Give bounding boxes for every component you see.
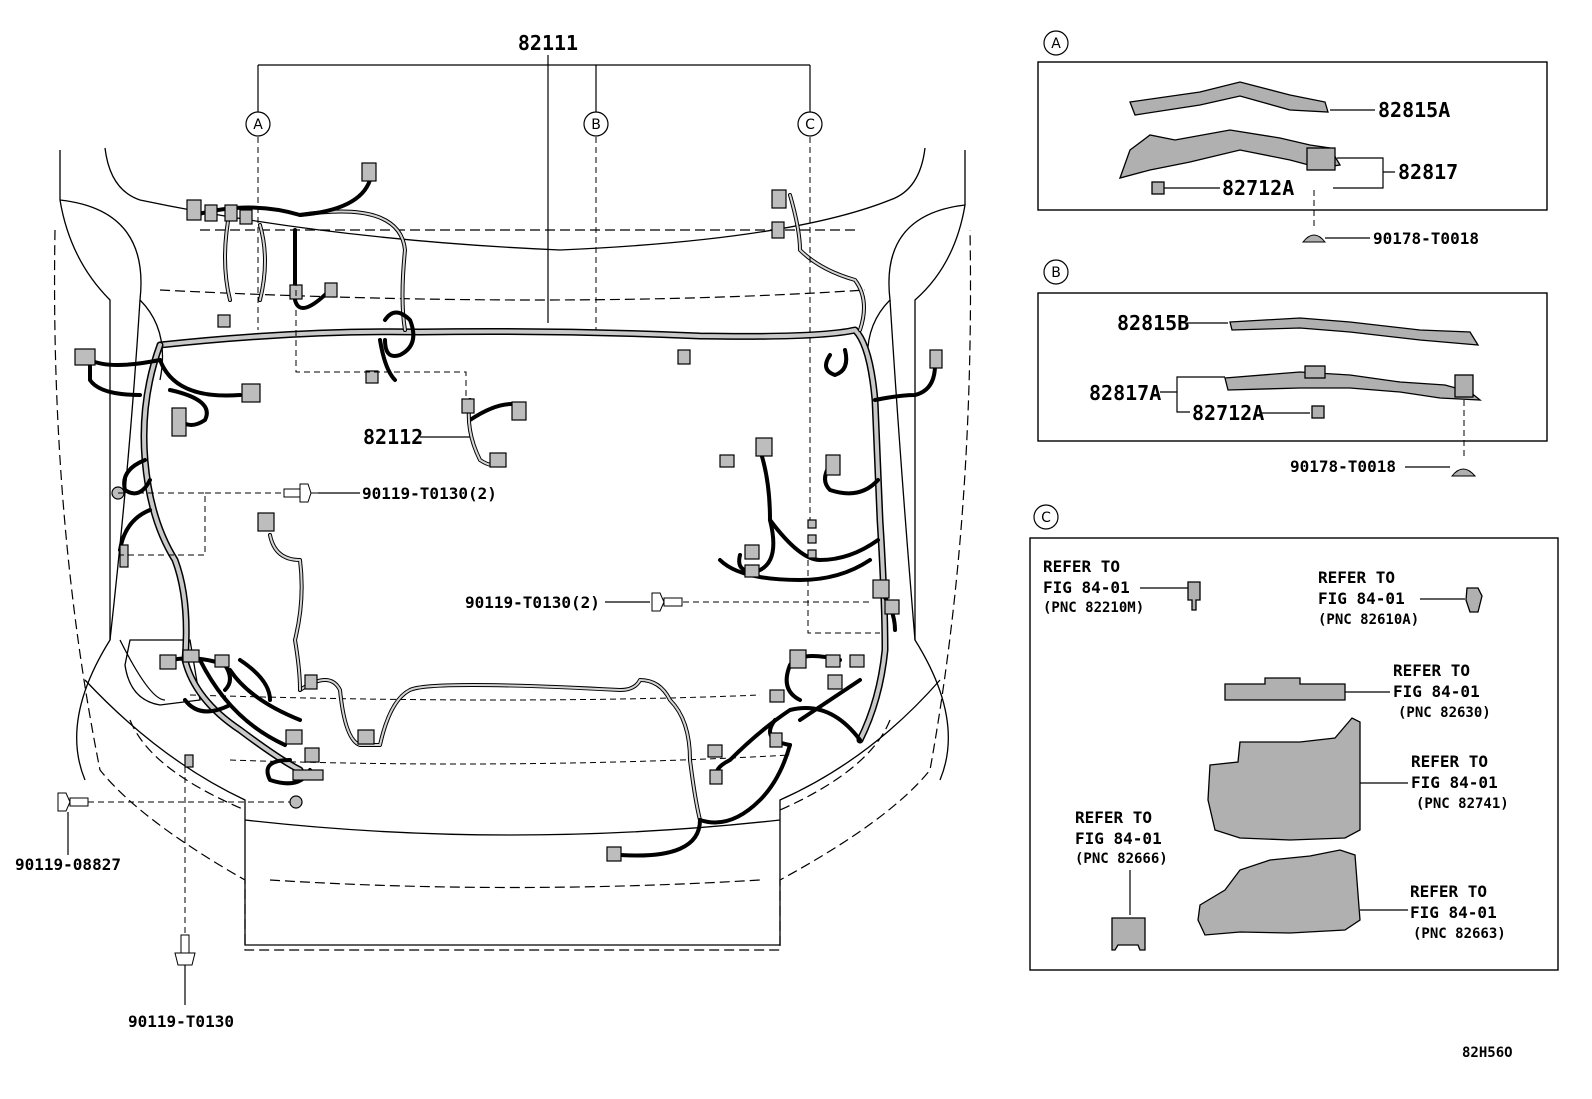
bolt-label-bottom: 90119-T0130 <box>128 1012 234 1031</box>
panel-c-ref1-pnc: (PNC 82210M) <box>1043 600 1144 616</box>
panel-c-ref4-pnc: (PNC 82741) <box>1416 796 1509 812</box>
panel-c-ref6-line1: REFER TO <box>1410 882 1487 901</box>
panel-c-ref3-line1: REFER TO <box>1393 661 1470 680</box>
bolt-icon-left <box>57 792 89 812</box>
panel-c-ref1-line2: FIG 84-01 <box>1043 578 1130 597</box>
panel-c-ref4-line2: FIG 84-01 <box>1411 773 1498 792</box>
panel-a-part3: 82712A <box>1222 176 1294 200</box>
callout-c: C <box>805 117 815 133</box>
panel-c-ref3-pnc: (PNC 82630) <box>1398 705 1491 721</box>
callout-circles: A B C <box>245 111 823 137</box>
panel-c-ref2-line2: FIG 84-01 <box>1318 589 1405 608</box>
callout-b: B <box>591 117 601 133</box>
callout-a: A <box>253 117 263 133</box>
panel-b-part2: 82817A <box>1089 381 1161 405</box>
panel-a-part2: 82817 <box>1398 160 1458 184</box>
vehicle-body-outline <box>53 147 972 951</box>
panel-c-ref5-line1: REFER TO <box>1075 808 1152 827</box>
panel-a-letter: A <box>1051 36 1061 52</box>
panel-b-part1: 82815B <box>1117 311 1189 335</box>
panel-c-ref2-pnc: (PNC 82610A) <box>1318 612 1419 628</box>
bolt-label-left: 90119-08827 <box>15 855 121 874</box>
panel-c-part-82210m <box>1187 581 1201 611</box>
panel-a: A 82815A 82817 82712A 90178-T0018 <box>1037 30 1548 248</box>
bolt-label-upper-left: 90119-T0130(2) <box>362 484 497 503</box>
panel-c-part-82630 <box>1224 677 1346 701</box>
panel-c-part-82663 <box>1197 849 1361 936</box>
panel-b-part3: 82712A <box>1192 401 1264 425</box>
panel-c-ref5-line2: FIG 84-01 <box>1075 829 1162 848</box>
panel-b-letter: B <box>1051 265 1061 281</box>
main-wire-harness <box>88 178 937 858</box>
panel-c-ref4-line1: REFER TO <box>1411 752 1488 771</box>
panel-c-ref3-line2: FIG 84-01 <box>1393 682 1480 701</box>
panel-c-ref6-line2: FIG 84-01 <box>1410 903 1497 922</box>
main-harness-label: 82111 <box>518 31 578 55</box>
panel-c-ref1-line1: REFER TO <box>1043 557 1120 576</box>
bolt-label-center: 90119-T0130(2) <box>465 593 600 612</box>
panel-c-part-82741 <box>1207 717 1361 841</box>
panel-c-ref2-line1: REFER TO <box>1318 568 1395 587</box>
bolt-icons <box>57 483 683 966</box>
bolt-icon-center <box>651 592 683 612</box>
panel-c-ref6-pnc: (PNC 82663) <box>1413 926 1506 942</box>
panel-b-part4: 90178-T0018 <box>1290 457 1396 476</box>
panel-c-letter: C <box>1041 510 1051 526</box>
bolt-icon-upper-left <box>283 483 318 503</box>
panel-c: C REFER TO FIG 84-01 (PNC 82210M) REFER … <box>1029 504 1559 971</box>
panel-a-part1: 82815A <box>1378 98 1450 122</box>
bolt-icon-bottom <box>174 934 196 966</box>
leader-lines <box>67 55 880 1005</box>
panel-c-ref5-pnc: (PNC 82666) <box>1075 851 1168 867</box>
panel-c-part-82666 <box>1111 917 1146 951</box>
panel-c-part-82610a <box>1465 587 1483 613</box>
sub-harness-label: 82112 <box>363 425 423 449</box>
panel-b: B 82815B 82817A 82712A 90178-T0018 <box>1037 259 1548 477</box>
diagram-code: 82H56O <box>1462 1045 1513 1061</box>
panel-a-part4: 90178-T0018 <box>1373 229 1479 248</box>
